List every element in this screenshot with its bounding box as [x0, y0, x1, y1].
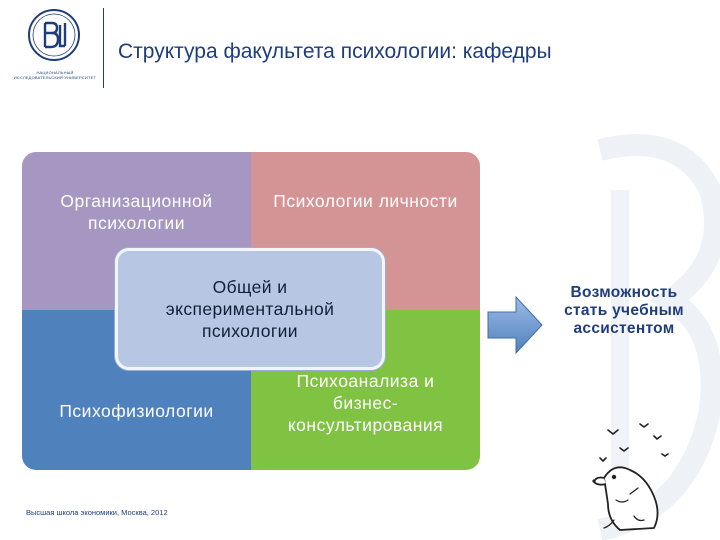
background-watermark: [597, 134, 720, 540]
header-divider: [103, 8, 104, 88]
page-title: Структура факультета психологии: кафедры: [118, 40, 552, 63]
department-general-experimental: Общей и экспериментальной психологии: [115, 248, 385, 370]
department-personality: Психологии личности: [251, 152, 480, 310]
mole-birds-illustration: [592, 423, 669, 531]
logo-caption: НАЦИОНАЛЬНЫЙ ИССЛЕДОВАТЕЛЬСКИЙ УНИВЕРСИТ…: [13, 70, 97, 80]
hse-emblem-icon: [28, 9, 80, 61]
opportunity-text: Возможность стать учебным ассистентом: [564, 284, 684, 337]
department-label: Психофизиологии: [59, 401, 214, 421]
footer-text: Высшая школа экономики, Москва, 2012: [26, 508, 168, 517]
department-label: Психоанализа и бизнес-консультирования: [287, 371, 444, 435]
arrow-right-icon: [487, 295, 543, 355]
department-label: Психологии личности: [273, 191, 458, 211]
department-label: Организационной психологии: [60, 191, 213, 233]
departments-diagram: Организационной психологии Психологии ли…: [22, 152, 480, 470]
department-label: Общей и экспериментальной психологии: [165, 277, 335, 341]
hse-logo: НАЦИОНАЛЬНЫЙ ИССЛЕДОВАТЕЛЬСКИЙ УНИВЕРСИТ…: [10, 8, 100, 92]
slide-header: НАЦИОНАЛЬНЫЙ ИССЛЕДОВАТЕЛЬСКИЙ УНИВЕРСИТ…: [0, 0, 720, 100]
footer-band: [22, 506, 480, 518]
